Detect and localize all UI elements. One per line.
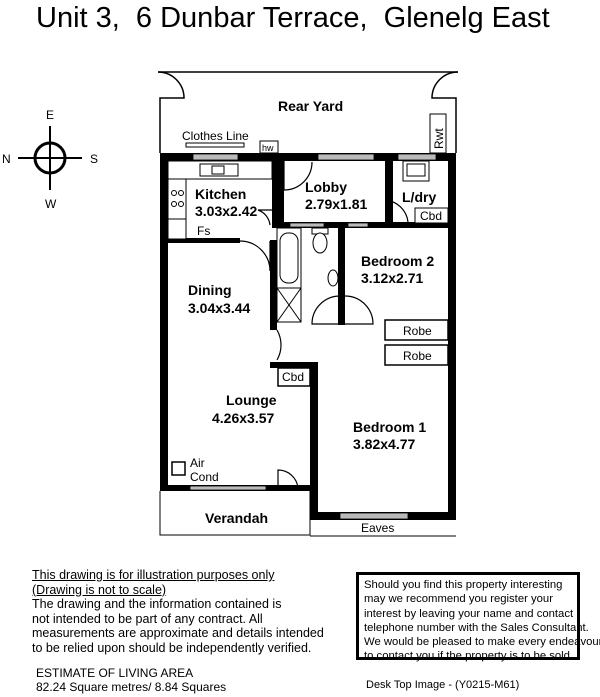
- robes: [171, 319, 449, 476]
- notice-line: may we recommend you register your: [364, 593, 553, 606]
- dining-label: Dining: [188, 282, 232, 298]
- rear-yard-outline: [157, 71, 459, 153]
- robe1-label: Robe: [403, 324, 432, 338]
- kitchen-label: Kitchen: [195, 186, 246, 202]
- robe2-label: Robe: [403, 349, 432, 363]
- clothes-line-label: Clothes Line: [182, 129, 249, 143]
- notice-line: We would be pleased to make every endeav…: [364, 636, 600, 649]
- lounge-label: Lounge: [226, 392, 277, 408]
- living-area-estimate: ESTIMATE OF LIVING AREA 82.24 Square met…: [36, 666, 226, 694]
- disclaimer-line: measurements are approximate and details…: [32, 626, 324, 640]
- sink-icon: [402, 160, 430, 182]
- page-title: Unit 3, 6 Dunbar Terrace, Glenelg East: [36, 2, 550, 34]
- bedroom1-size: 3.82x4.77: [353, 436, 415, 452]
- fs-label: Fs: [197, 224, 210, 238]
- notice-line: to contact you if the property is to be …: [364, 650, 574, 663]
- kitchen-fixtures: [167, 160, 273, 240]
- verandah-label: Verandah: [205, 510, 268, 526]
- verandah-outline: [159, 491, 311, 536]
- floor-plan: E W N S: [2, 71, 459, 537]
- hall-cbd-label: Cbd: [282, 370, 304, 384]
- kitchen-size: 3.03x2.42: [195, 203, 257, 219]
- disclaimer-line: not intended to be part of any contract.…: [32, 611, 263, 626]
- disclaimer-line: The drawing and the information containe…: [32, 597, 282, 611]
- compass-w: W: [45, 197, 57, 211]
- notice-line: interest by leaving your name and contac…: [364, 607, 574, 620]
- notice-box: Should you find this property interestin…: [356, 572, 600, 663]
- notice-line: telephone number with the Sales Consulta…: [364, 621, 589, 634]
- estimate-label: ESTIMATE OF LIVING AREA: [36, 666, 194, 680]
- bedroom2-size: 3.12x2.71: [361, 270, 423, 286]
- compass-n: N: [2, 152, 11, 166]
- disclaimer-line: (Drawing is not to scale): [32, 582, 167, 597]
- laundry-label: L/dry: [402, 189, 436, 205]
- disclaimer: This drawing is for illustration purpose…: [32, 568, 324, 655]
- hw-label: hw: [262, 143, 274, 153]
- disclaimer-line: This drawing is for illustration purpose…: [32, 568, 275, 582]
- air-cond-label-2: Cond: [190, 470, 219, 484]
- laundry-cbd-label: Cbd: [420, 209, 442, 223]
- compass-e: E: [46, 108, 54, 122]
- lobby-label: Lobby: [305, 179, 347, 195]
- bedroom1-label: Bedroom 1: [353, 419, 426, 435]
- lobby-size: 2.79x1.81: [305, 196, 367, 212]
- eaves-label: Eaves: [361, 521, 394, 535]
- doors: [239, 161, 409, 489]
- windows: [189, 153, 437, 520]
- compass-icon: [18, 126, 82, 190]
- image-reference: Desk Top Image - (Y0215-M61): [366, 679, 520, 691]
- dining-size: 3.04x3.44: [188, 300, 250, 316]
- rwt-label: Rwt: [432, 128, 446, 149]
- rear-yard-label: Rear Yard: [278, 98, 343, 114]
- notice-line: Should you find this property interestin…: [364, 579, 563, 591]
- estimate-value: 82.24 Square metres/ 8.84 Squares: [36, 680, 227, 694]
- bathroom-fixtures: [276, 227, 339, 323]
- clothes-line: [185, 142, 245, 148]
- bedroom2-label: Bedroom 2: [361, 253, 434, 269]
- compass-s: S: [90, 152, 98, 166]
- disclaimer-line: to be relied upon should be independentl…: [32, 640, 312, 655]
- air-cond-label-1: Air: [190, 456, 205, 470]
- laundry-cupboard: [414, 207, 449, 224]
- lounge-size: 4.26x3.57: [212, 410, 274, 426]
